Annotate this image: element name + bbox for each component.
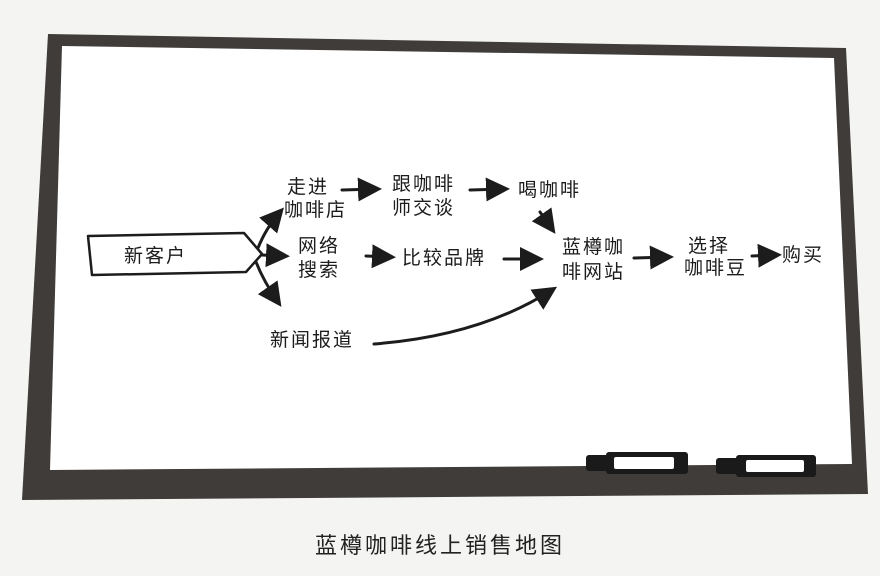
arrow-to-news — [254, 260, 282, 307]
node-choose-line1: 选择 — [688, 235, 730, 257]
node-buy: 购买 — [782, 244, 824, 266]
node-barista-line2: 师交谈 — [392, 197, 455, 219]
node-news: 新闻报道 — [270, 329, 354, 351]
node-website-line2: 啡网站 — [562, 261, 625, 283]
arrow-search-to-compare — [364, 244, 396, 269]
arrow-drink-to-website — [531, 207, 556, 234]
node-web-search-line1: 网络 — [298, 235, 340, 257]
arrow-walk-in-to-barista — [340, 177, 382, 202]
whiteboard-surface — [50, 46, 852, 470]
node-new-customer: 新客户 — [124, 245, 187, 267]
node-barista-line1: 跟咖啡 — [392, 173, 455, 195]
node-web-search-line2: 搜索 — [298, 259, 340, 281]
marker-right — [716, 455, 816, 477]
arrow-website-to-choose — [632, 245, 674, 270]
arrow-to-web-search — [260, 243, 290, 268]
marker-left — [586, 452, 688, 474]
node-website-line1: 蓝樽咖 — [562, 236, 625, 258]
node-choose-line2: 咖啡豆 — [684, 257, 747, 279]
arrow-barista-to-drink — [468, 177, 510, 202]
node-drink: 喝咖啡 — [518, 179, 581, 201]
node-walk-in-line2: 咖啡店 — [284, 199, 347, 221]
node-walk-in-line1: 走进 — [287, 176, 329, 198]
arrow-choose-to-buy — [750, 243, 782, 268]
figure-caption: 蓝樽咖啡线上销售地图 — [314, 534, 565, 559]
node-compare: 比较品牌 — [402, 247, 486, 269]
new-customer-box — [86, 231, 264, 277]
arrow-to-walk-in — [256, 207, 284, 250]
arrow-news-to-website — [372, 286, 558, 346]
